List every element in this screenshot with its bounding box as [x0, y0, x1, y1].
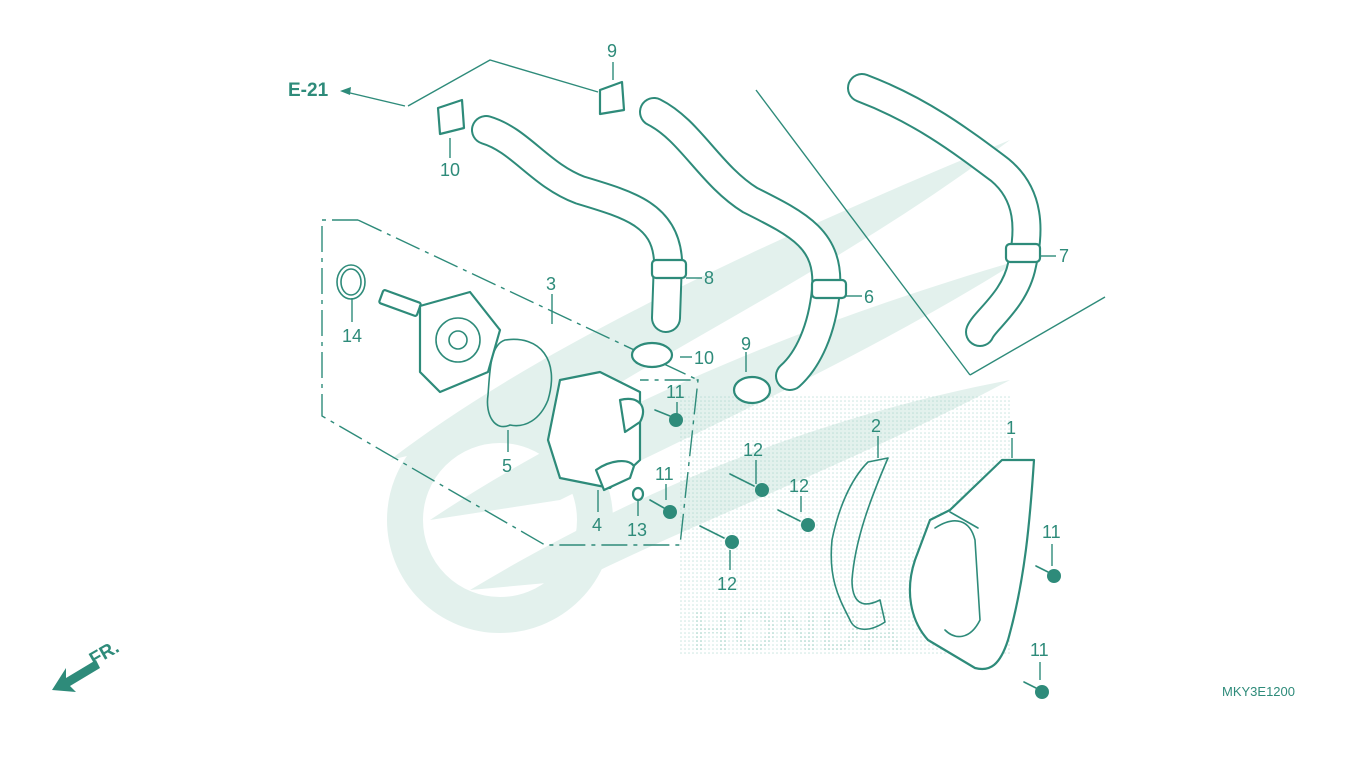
gasket-2 — [830, 457, 889, 631]
callout-6: 6 — [864, 287, 874, 307]
gasket-5 — [486, 338, 553, 428]
hose-clamp-10-mid — [630, 341, 674, 369]
callout-3: 3 — [546, 274, 556, 294]
impeller-assembly — [378, 289, 502, 394]
callout-10-top: 10 — [440, 160, 460, 180]
callout-8: 8 — [704, 268, 714, 288]
bolt-11-d — [1023, 681, 1049, 699]
callout-12-c: 12 — [717, 574, 737, 594]
callout-labels: 9 10 8 6 7 10 9 3 14 5 4 13 11 11 12 12 … — [342, 41, 1069, 660]
bolt-11-c — [1035, 565, 1061, 583]
callout-10-mid: 10 — [694, 348, 714, 368]
callout-12-b: 12 — [789, 476, 809, 496]
washer-13 — [631, 486, 645, 502]
bolt-12-a — [729, 473, 769, 497]
callout-9-mid: 9 — [741, 334, 751, 354]
callout-11-c: 11 — [1042, 522, 1061, 542]
bolt-12-b — [777, 509, 815, 532]
svg-text:HONDA: HONDA — [690, 598, 903, 663]
callout-11-a: 11 — [666, 382, 685, 402]
callout-13: 13 — [627, 520, 647, 540]
front-direction-arrow: FR. — [52, 637, 123, 692]
hose-clamp-10-top — [436, 98, 466, 136]
o-ring-14 — [336, 264, 366, 300]
callout-2: 2 — [871, 416, 881, 436]
reference-e21: E-21 — [288, 80, 329, 101]
callout-11-d: 11 — [1030, 640, 1049, 660]
pump-housing-3 — [546, 370, 645, 492]
callout-14: 14 — [342, 326, 362, 346]
callout-4: 4 — [592, 515, 602, 535]
leader-lines — [321, 59, 1106, 680]
callout-11-b: 11 — [655, 464, 674, 484]
hose-clamp-9-mid — [732, 375, 772, 405]
hose-8 — [471, 115, 688, 333]
bolt-11-b — [649, 499, 677, 519]
bolt-11-a — [654, 409, 683, 427]
hose-6 — [639, 97, 848, 391]
callout-9-top: 9 — [607, 41, 617, 61]
callout-7: 7 — [1059, 246, 1069, 266]
hose-clamp-9-top — [598, 80, 626, 116]
pump-cover-1 — [908, 458, 1036, 671]
callout-12-a: 12 — [743, 440, 763, 460]
callout-1: 1 — [1006, 418, 1016, 438]
hose-7 — [847, 73, 1042, 347]
diagram-code: MKY3E1200 — [1222, 684, 1295, 699]
bolt-12-c — [699, 525, 739, 549]
callout-5: 5 — [502, 456, 512, 476]
